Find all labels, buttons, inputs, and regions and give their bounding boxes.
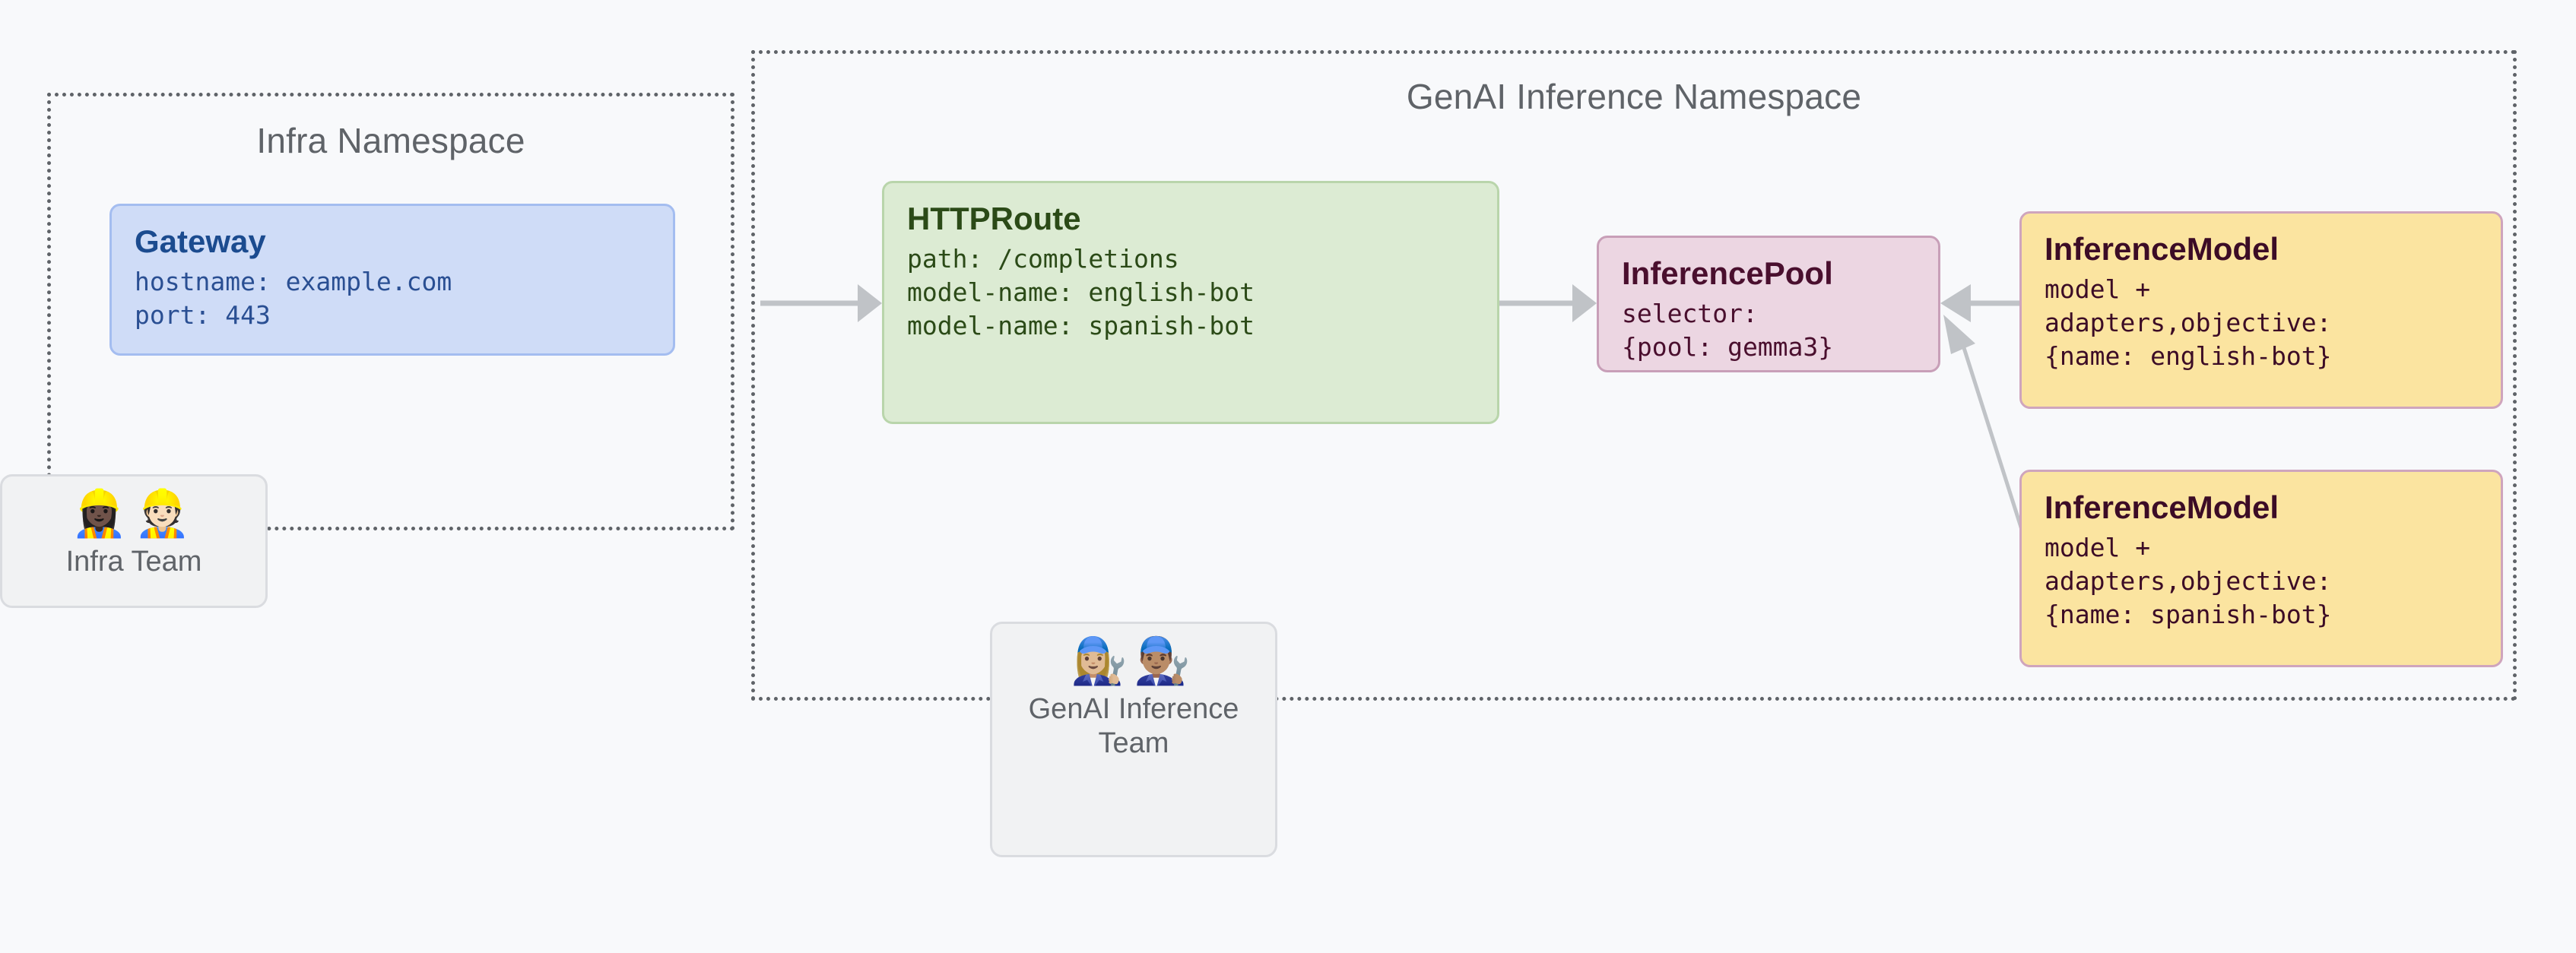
card-gateway-title: Gateway [135, 223, 266, 259]
namespace-infra [47, 93, 734, 530]
card-gateway-line-port: port: 443 [135, 299, 271, 330]
card-inferencepool-line-selector: selector: [1622, 298, 1758, 328]
card-inferencemodel-spanish-line-adapters: adapters,objective: [2045, 565, 2332, 596]
card-inferencemodel-spanish-line-name: {name: spanish-bot} [2045, 599, 2332, 629]
card-inferencemodel-english[interactable]: InferenceModel model + adapters,objectiv… [2019, 211, 2503, 409]
card-inferencemodel-spanish-line-model: model + [2045, 532, 2151, 562]
card-gateway[interactable]: Gateway hostname: example.com port: 443 [109, 204, 675, 356]
card-httproute-line-model-english: model-name: english-bot [907, 277, 1255, 307]
team-badge-infra[interactable]: 👷🏿‍♀️👷🏻 Infra Team [0, 474, 268, 608]
card-inferencepool-line-pool: {pool: gemma3} [1622, 331, 1834, 362]
card-httproute-line-model-spanish: model-name: spanish-bot [907, 310, 1255, 340]
team-badge-genai[interactable]: 👩🏼‍🔧👨🏽‍🔧 GenAI Inference Team [990, 622, 1277, 857]
card-httproute-line-path: path: /completions [907, 243, 1179, 274]
card-inferencemodel-spanish-title: InferenceModel [2045, 489, 2279, 525]
card-httproute[interactable]: HTTPRoute path: /completions model-name:… [882, 181, 1499, 424]
mechanic-icon: 👩🏼‍🔧👨🏽‍🔧 [1071, 635, 1197, 686]
team-badge-genai-label: GenAI Inference Team [1028, 693, 1239, 759]
card-gateway-line-hostname: hostname: example.com [135, 266, 452, 296]
card-httproute-title: HTTPRoute [907, 201, 1081, 236]
card-inferencemodel-english-line-adapters: adapters,objective: [2045, 307, 2332, 337]
card-inferencemodel-english-line-model: model + [2045, 274, 2151, 304]
namespace-genai [751, 50, 2517, 701]
namespace-infra-label: Infra Namespace [256, 121, 525, 160]
card-inferencemodel-spanish[interactable]: InferenceModel model + adapters,objectiv… [2019, 470, 2503, 667]
namespace-genai-label: GenAI Inference Namespace [1406, 77, 1862, 116]
team-badge-infra-label: Infra Team [65, 546, 202, 578]
card-inferencepool[interactable]: InferencePool selector: {pool: gemma3} [1597, 236, 1940, 372]
card-inferencemodel-english-line-name: {name: english-bot} [2045, 340, 2332, 371]
card-inferencemodel-english-title: InferenceModel [2045, 231, 2279, 267]
construction-worker-icon: 👷🏿‍♀️👷🏻 [71, 488, 197, 539]
card-inferencepool-title: InferencePool [1622, 255, 1833, 291]
